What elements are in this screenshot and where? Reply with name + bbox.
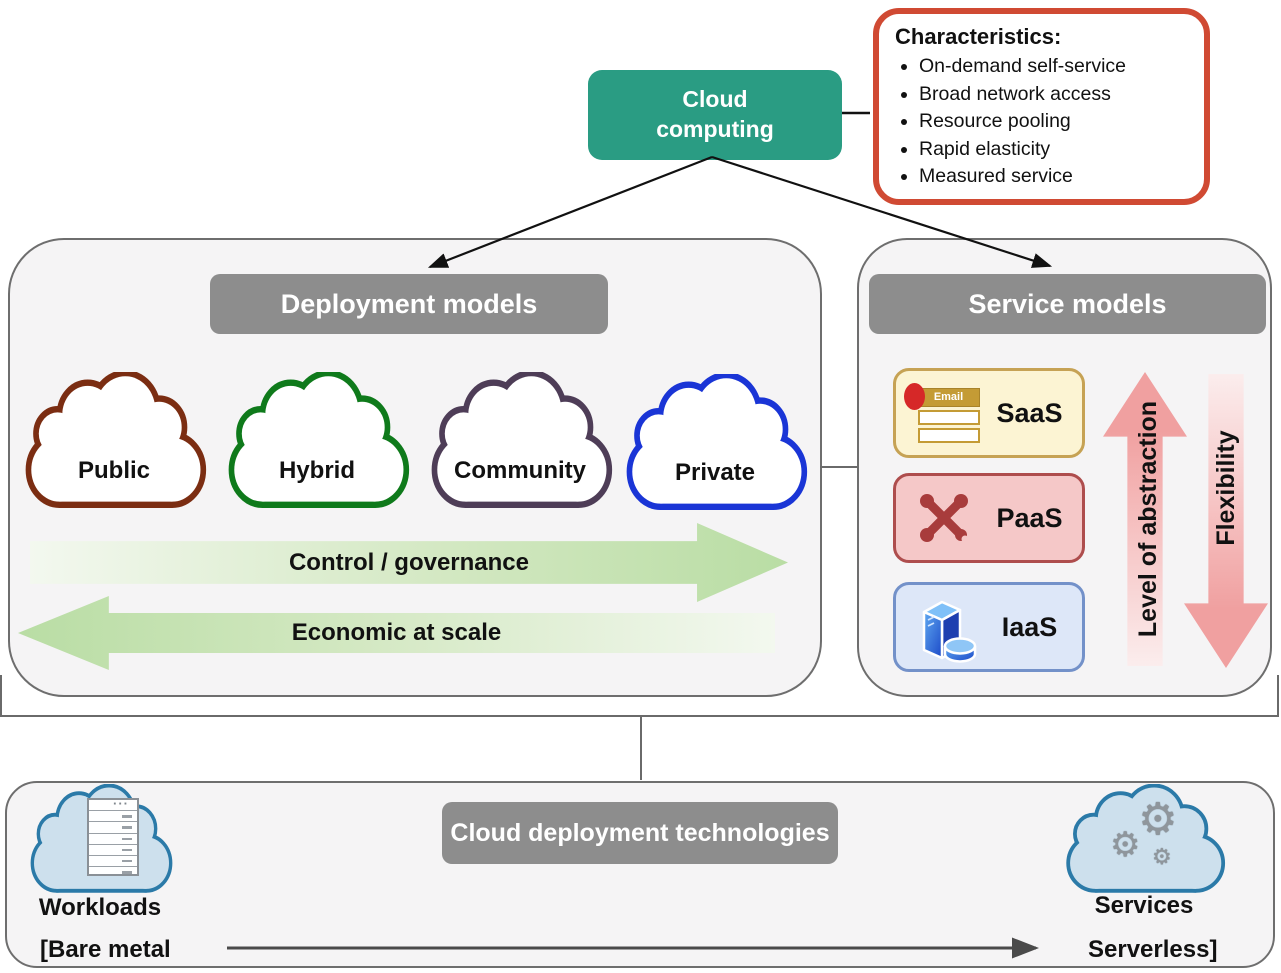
cloud-outline-icon [20,372,208,508]
server-tower-icon [896,590,991,664]
control-governance-label: Control / governance [288,548,530,576]
economic-at-scale-label: Economic at scale [291,619,502,646]
workloads-cloud [25,784,175,894]
iaas-box: IaaS [893,582,1085,672]
paas-box: PaaS [893,473,1085,563]
characteristic-item: Rapid elasticity [919,136,1190,164]
email-row [917,428,980,443]
characteristic-item: Measured service [919,163,1190,191]
cloud-outline-icon [223,372,411,508]
crossed-tools-icon [896,486,991,550]
characteristics-list: On-demand self-service Broad network acc… [895,53,1190,191]
hybrid-cloud-label: Hybrid [278,457,355,484]
characteristic-item: Broad network access [919,81,1190,109]
deployment-models-header: Deployment models [210,274,608,334]
private-cloud-label: Private [674,459,756,486]
server-rack-icon [87,796,139,876]
saas-box: Email SaaS [893,368,1085,458]
paas-label: PaaS [996,502,1063,533]
email-window-icon: Email [896,383,991,443]
characteristics-callout: Characteristics: On-demand self-service … [873,8,1210,205]
flexibility-label: Flexibility [1212,430,1240,546]
email-icon-label: Email [917,388,980,407]
cloud-outline-icon [426,372,614,508]
characteristic-item: Resource pooling [919,108,1190,136]
service-models-header: Service models [869,274,1266,334]
email-row [917,410,980,425]
private-cloud: Private [621,374,809,510]
cloud-outline-icon [621,374,809,510]
gear-icon: ⚙ [1138,795,1178,844]
bare-metal-label: [Bare metal [40,936,171,963]
gear-icon: ⚙ [1152,844,1172,869]
cloud-computing-label: Cloud computing [656,86,774,142]
level-of-abstraction-label: Level of abstraction [1134,400,1162,638]
serverless-label: Serverless] [1088,936,1218,963]
characteristic-item: On-demand self-service [919,53,1190,81]
public-cloud-label: Public [77,457,150,484]
services-label: Services [1094,892,1194,919]
services-cloud: ⚙ ⚙ ⚙ [1060,784,1228,894]
gear-icon: ⚙ [1110,826,1141,864]
iaas-label: IaaS [1001,611,1058,642]
public-cloud: Public [20,372,208,508]
hybrid-cloud: Hybrid [223,372,411,508]
saas-label: SaaS [996,397,1063,428]
cloud-computing-node: Cloud computing [588,70,842,160]
workloads-label: Workloads [38,894,162,921]
community-cloud-label: Community [454,457,586,484]
deployment-technologies-header: Cloud deployment technologies [442,802,838,864]
community-cloud: Community [426,372,614,508]
email-notification-dot [903,383,925,410]
characteristics-title: Characteristics: [895,24,1062,49]
